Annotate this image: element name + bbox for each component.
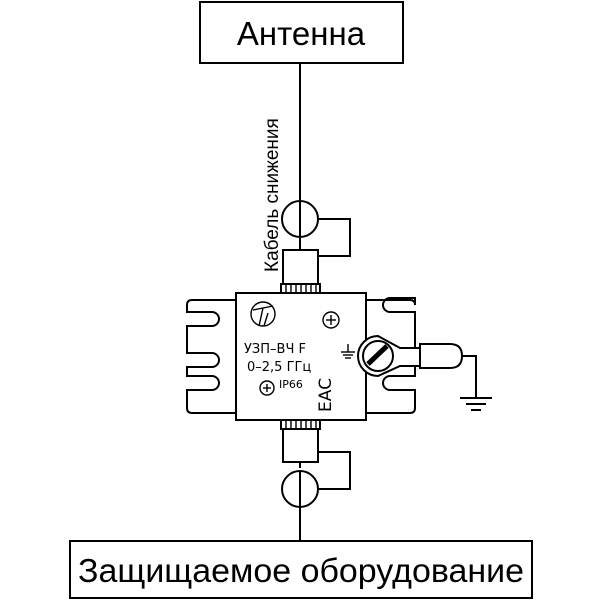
antenna-label: Антенна bbox=[237, 15, 366, 52]
downlead-cable-label: Кабель снижения bbox=[262, 118, 283, 272]
device-model-text: УЗП–ВЧ F bbox=[244, 342, 306, 357]
device-protection-text: IP66 bbox=[279, 378, 303, 391]
upper-shield-loop bbox=[317, 218, 351, 257]
device-frequency-text: 0–2,5 ГГц bbox=[247, 360, 311, 375]
lower-shield-loop bbox=[318, 451, 351, 490]
lower-coax-connector bbox=[280, 419, 351, 508]
equipment-box-frame bbox=[69, 540, 533, 599]
ground-wire bbox=[462, 355, 477, 398]
ground-terminal bbox=[357, 334, 492, 411]
antenna-block: Антенна bbox=[199, 1, 404, 64]
upper-coax-connector bbox=[280, 200, 351, 294]
upper-connector-body bbox=[282, 249, 319, 285]
protected-equipment-label: Защищаемое оборудование bbox=[78, 552, 524, 589]
surge-protector-device: УЗП–ВЧ F 0–2,5 ГГц IP66 EAC bbox=[186, 292, 416, 421]
ground-screw-slot bbox=[366, 344, 389, 366]
eac-mark: EAC bbox=[316, 378, 336, 412]
antenna-box-frame bbox=[199, 1, 404, 64]
screw-bottom bbox=[259, 380, 275, 396]
device-housing bbox=[235, 292, 367, 421]
ground-crimp bbox=[419, 343, 464, 369]
protected-equipment-block: Защищаемое оборудование bbox=[69, 540, 533, 599]
manufacturer-logo bbox=[250, 301, 276, 327]
lower-connector-body bbox=[282, 428, 319, 463]
screw-top bbox=[322, 311, 340, 329]
ground-symbol-on-device bbox=[341, 344, 355, 359]
